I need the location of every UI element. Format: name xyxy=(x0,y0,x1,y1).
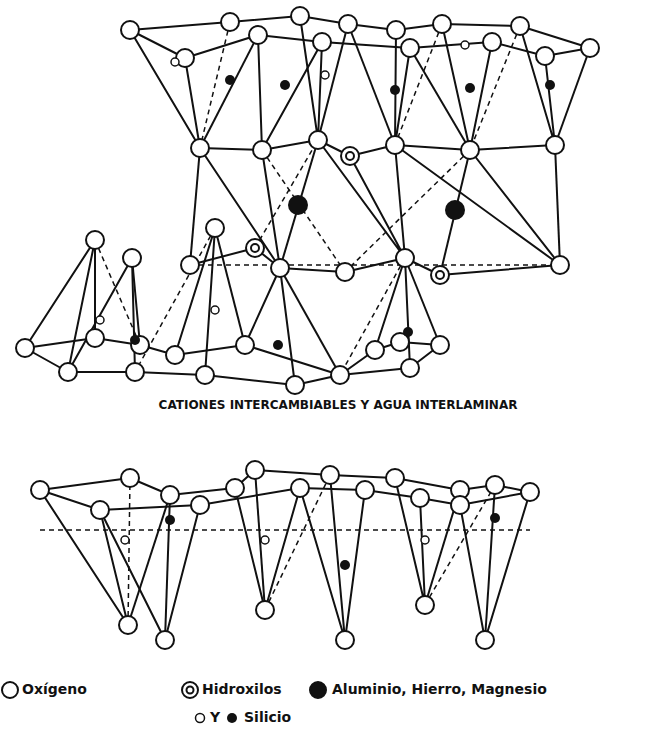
legend-connector: Y xyxy=(210,709,220,726)
legend-text: Aluminio, Hierro, Magnesio xyxy=(332,681,547,698)
legend-text: Oxígeno xyxy=(22,681,87,698)
oxygen-atoms xyxy=(16,7,599,649)
silicon-atoms xyxy=(96,41,555,570)
hidden-bonds xyxy=(40,22,560,625)
hydroxyl-groups xyxy=(246,147,449,284)
bonds xyxy=(25,16,590,640)
legend-text: Silicio xyxy=(244,709,291,726)
legend-text: Hidroxilos xyxy=(202,681,282,698)
interlayer-label: CATIONES INTERCAMBIABLES Y AGUA INTERLAM… xyxy=(159,398,518,412)
metal-atoms xyxy=(288,195,465,220)
